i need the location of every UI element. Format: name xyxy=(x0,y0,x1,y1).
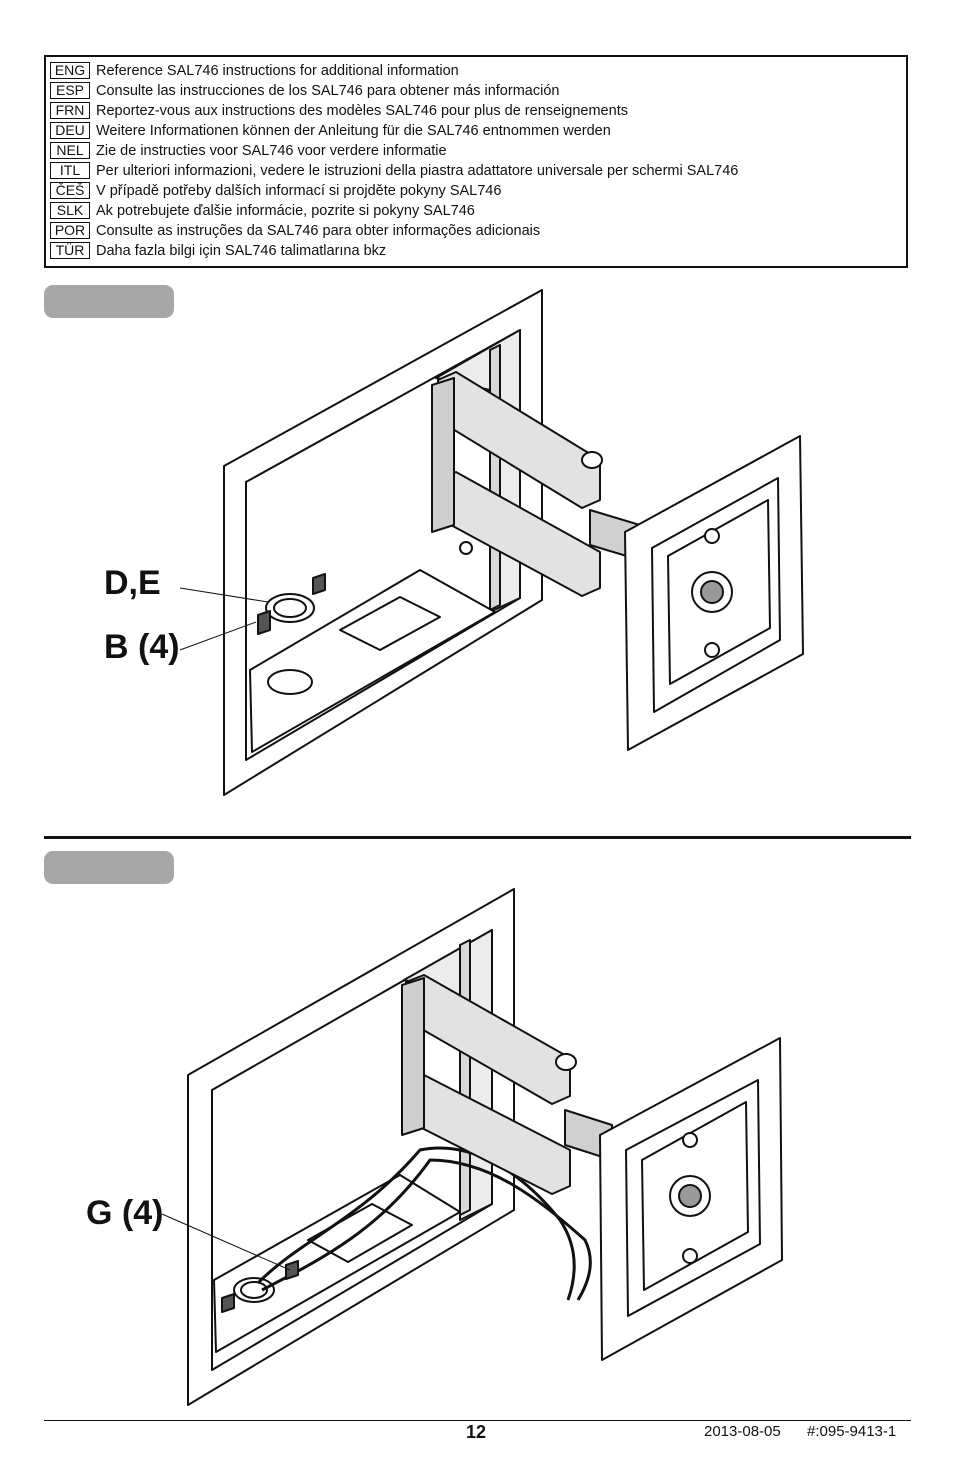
language-code: SLK xyxy=(50,202,90,219)
language-text: Daha fazla bilgi için SAL746 talimatları… xyxy=(96,242,387,259)
figure-1-illustration xyxy=(179,289,804,796)
language-row: ČEŠ V případě potřeby dalších informací … xyxy=(50,181,501,200)
language-text: Reportez-vous aux instructions des modèl… xyxy=(96,102,628,119)
callout-b-4: B (4) xyxy=(104,628,180,666)
language-text: Weitere Informationen können der Anleitu… xyxy=(96,122,611,139)
step-2-label-pill xyxy=(44,851,174,884)
language-reference-box: ENG Reference SAL746 instructions for ad… xyxy=(44,55,908,268)
footer-part-number: #:095-9413-1 xyxy=(807,1423,897,1440)
language-text: Reference SAL746 instructions for additi… xyxy=(96,62,459,79)
language-code: DEU xyxy=(50,122,90,139)
language-row: ESP Consulte las instrucciones de los SA… xyxy=(50,81,559,100)
language-code: ENG xyxy=(50,62,90,79)
language-row: ITL Per ulteriori informazioni, vedere l… xyxy=(50,161,738,180)
footer-date: 2013-08-05 xyxy=(704,1423,781,1440)
footer-rule xyxy=(44,1420,911,1421)
language-code: ITL xyxy=(50,162,90,179)
callout-d-e: D,E xyxy=(104,564,161,602)
page-number: 12 xyxy=(466,1422,487,1442)
language-code: NEL xyxy=(50,142,90,159)
language-code: ČEŠ xyxy=(50,182,90,199)
language-code: POR xyxy=(50,222,90,239)
step-1-label-pill xyxy=(44,285,174,318)
language-row: FRN Reportez-vous aux instructions des m… xyxy=(50,101,628,120)
language-row: NEL Zie de instructies voor SAL746 voor … xyxy=(50,141,447,160)
language-text: Consulte as instruções da SAL746 para ob… xyxy=(96,222,541,239)
language-text: Zie de instructies voor SAL746 voor verd… xyxy=(96,142,447,159)
language-code: TÜR xyxy=(50,242,90,259)
language-row: ENG Reference SAL746 instructions for ad… xyxy=(50,61,459,80)
figure-2-illustration xyxy=(161,888,783,1406)
language-text: Consulte las instrucciones de los SAL746… xyxy=(96,82,560,99)
language-row: TÜR Daha fazla bilgi için SAL746 talimat… xyxy=(50,241,386,260)
language-code: ESP xyxy=(50,82,90,99)
language-text: V případě potřeby dalších informací si p… xyxy=(96,182,502,199)
language-row: SLK Ak potrebujete ďalšie informácie, po… xyxy=(50,201,475,220)
callout-g-4: G (4) xyxy=(86,1194,164,1232)
language-text: Ak potrebujete ďalšie informácie, pozrit… xyxy=(96,202,475,219)
section-divider xyxy=(44,836,911,839)
language-text: Per ulteriori informazioni, vedere le is… xyxy=(96,162,739,179)
language-code: FRN xyxy=(50,102,90,119)
language-row: POR Consulte as instruções da SAL746 par… xyxy=(50,221,540,240)
language-row: DEU Weitere Informationen können der Anl… xyxy=(50,121,611,140)
